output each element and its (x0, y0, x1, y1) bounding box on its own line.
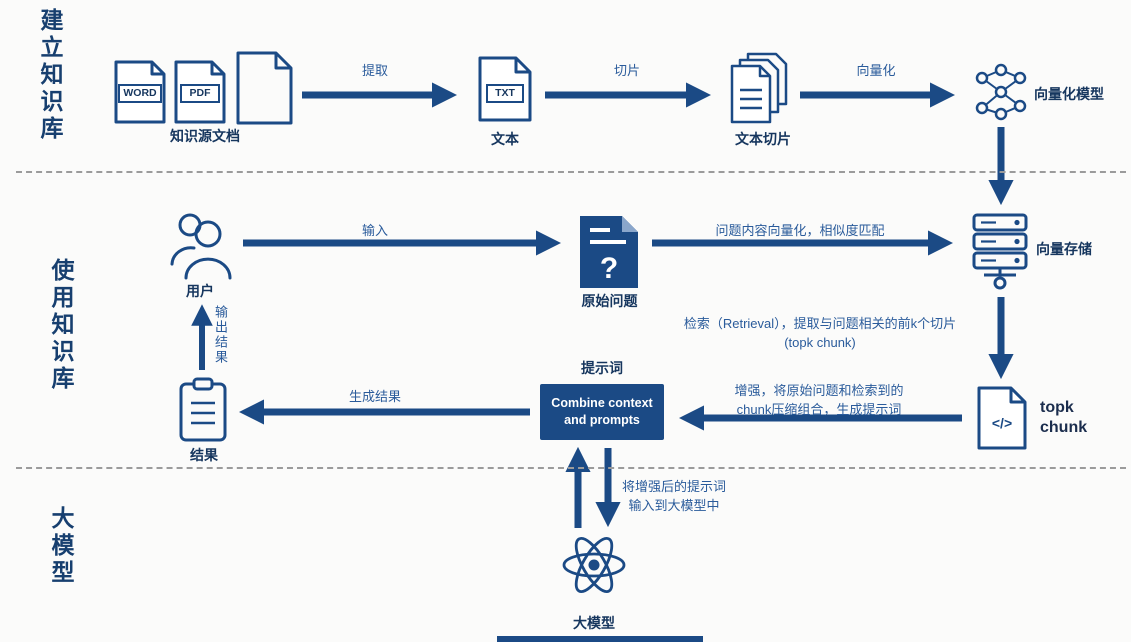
text-label: 文本 (491, 131, 519, 147)
question-label: 原始问题 (581, 293, 638, 309)
network-icon (975, 63, 1027, 121)
result-node (179, 377, 229, 443)
edge-output-label: 输出结果 (213, 305, 228, 365)
chunks-node (728, 52, 798, 126)
topk-glyph: </> (992, 415, 1012, 431)
vector-store-label: 向量存储 (1036, 241, 1092, 257)
pdf-badge: PDF (180, 84, 220, 103)
separator-build-use (16, 171, 1126, 173)
embed-model-node (972, 62, 1030, 122)
result-label: 结果 (190, 447, 218, 463)
separator-use-model (16, 467, 1126, 469)
source-docs-label: 知识源文档 (170, 128, 240, 144)
stacked-documents-icon (730, 52, 788, 124)
embed-model-label: 向量化模型 (1034, 86, 1104, 102)
edge-to-model-label: 将增强后的提示词 输入到大模型中 (621, 479, 726, 513)
prompt-title: 提示词 (581, 360, 623, 376)
question-document-icon: ? (580, 216, 638, 288)
txt-doc-node: TXT (478, 56, 532, 122)
question-glyph: ? (600, 252, 618, 285)
edge-vectorize-label: 向量化 (856, 63, 896, 78)
edge-retrieval-label: 检索（Retrieval），提取与问题相关的前k个切片 (topk chunk) (683, 316, 957, 350)
section-label-build: 建立知识库 (37, 8, 63, 143)
topk-label: topk chunk (1040, 399, 1088, 436)
clipboard-icon (179, 377, 227, 442)
section-label-model: 大模型 (48, 506, 74, 587)
user-label: 用户 (186, 283, 214, 299)
edge-input-label: 输入 (361, 223, 388, 238)
chunks-label: 文本切片 (735, 131, 791, 147)
topk-node: </> (977, 386, 1027, 450)
combine-context-box: Combine context and prompts (540, 384, 664, 440)
edge-slice-label: 切片 (613, 63, 640, 78)
edge-generate-label: 生成结果 (348, 389, 401, 404)
user-node (168, 208, 232, 280)
llm-label: 大模型 (573, 615, 615, 631)
document-stack-icon (114, 51, 293, 125)
word-badge: WORD (118, 84, 162, 103)
users-icon (170, 213, 232, 280)
bottom-accent-bar (497, 636, 703, 642)
atom-icon (562, 537, 626, 593)
txt-badge: TXT (486, 84, 524, 103)
source-docs-node: WORD PDF (112, 50, 297, 128)
edge-similarity-label: 问题内容向量化，相似度匹配 (715, 223, 885, 238)
server-icon (972, 213, 1028, 290)
edge-augment-label: 增强，将原始问题和检索到的 chunk压缩组合，生成提示词 (734, 383, 904, 417)
question-node: ? (580, 216, 638, 288)
code-document-icon: </> (977, 386, 1027, 450)
section-label-use: 使用知识库 (48, 258, 74, 393)
edge-extract-label: 提取 (361, 63, 388, 78)
vector-store-node (972, 213, 1032, 293)
llm-node (561, 532, 627, 598)
